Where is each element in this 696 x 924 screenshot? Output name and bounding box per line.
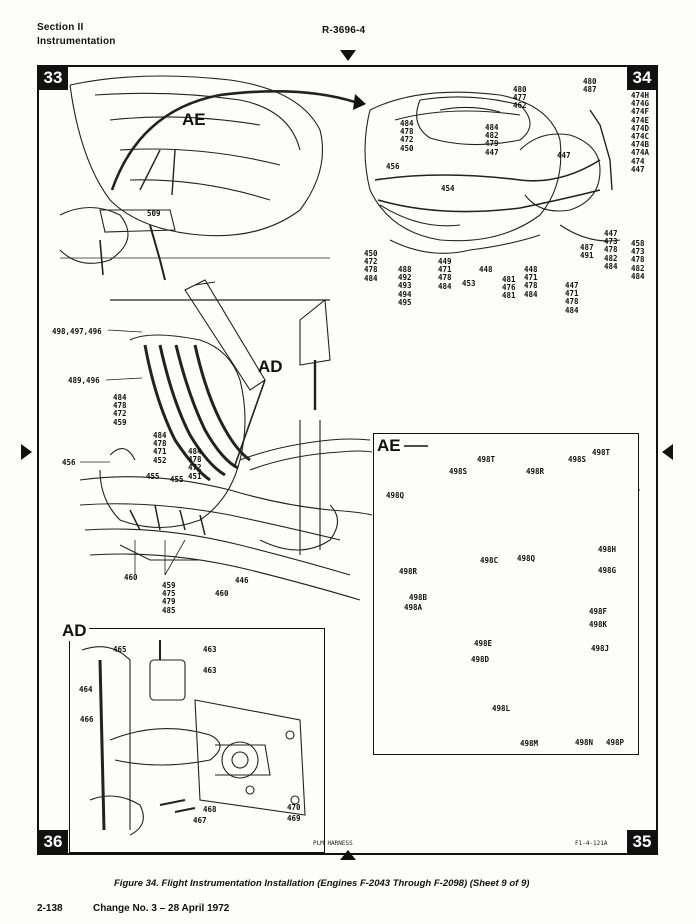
callout-498C: 498C — [480, 556, 499, 565]
callout-467: 467 — [193, 816, 207, 825]
callout-498S-b: 498S — [568, 455, 587, 464]
callout-498T-a: 498T — [477, 455, 496, 464]
callout-484-478-472-459: 484 478 472 459 — [113, 393, 127, 427]
callout-448-471-478-484: 448 471 478 484 — [524, 265, 538, 299]
callout-466: 466 — [80, 715, 94, 724]
callout-463-b: 463 — [203, 666, 217, 675]
callout-460-a: 460 — [124, 573, 138, 582]
callout-450-472-478-484: 450 472 478 484 — [364, 249, 378, 283]
section-label: Section II — [37, 22, 84, 33]
callout-447-473-478-482-484: 447 473 478 482 484 — [604, 229, 618, 271]
harness-label: PLM HARNESS — [313, 840, 353, 847]
figure-code: F1-4-121A — [575, 840, 608, 847]
callout-498Q-b: 498Q — [517, 554, 536, 563]
callout-488-492-493-494-495: 488 492 493 494 495 — [398, 265, 412, 307]
callout-489-496: 489,496 — [68, 376, 100, 385]
left-index-arrow — [21, 444, 32, 460]
callout-460-b: 460 — [215, 589, 229, 598]
callout-498G: 498G — [598, 566, 617, 575]
callout-463-a: 463 — [203, 645, 217, 654]
callout-456-left: 456 — [62, 458, 76, 467]
callout-455-b: 455 — [170, 475, 184, 484]
callout-498S-a: 498S — [449, 467, 468, 476]
callout-484-478-472-451: 484 478 472 451 — [188, 447, 202, 481]
callout-459-475-479-485: 459 475 479 485 — [162, 581, 176, 615]
callout-498F: 498F — [589, 607, 608, 616]
callout-470: 470 — [287, 803, 301, 812]
callout-458-473-478-482-484: 458 473 478 482 484 — [631, 239, 645, 281]
callout-453: 453 — [462, 279, 476, 288]
change-notice: Change No. 3 – 28 April 1972 — [93, 903, 230, 914]
callout-498D: 498D — [471, 655, 490, 664]
callout-498M: 498M — [520, 739, 539, 748]
callout-498A: 498A — [404, 603, 423, 612]
right-index-arrow — [662, 444, 673, 460]
callout-455-a: 455 — [146, 472, 160, 481]
detail-ad-panel — [69, 628, 325, 853]
callout-484-478-471-452: 484 478 471 452 — [153, 431, 167, 465]
callout-498T-b: 498T — [592, 448, 611, 457]
callout-454: 454 — [441, 184, 455, 193]
callout-498Q-a: 498Q — [386, 491, 405, 500]
callout-480-487: 480 487 — [583, 77, 597, 95]
detail-ae-panel — [373, 433, 639, 755]
callout-498H: 498H — [598, 545, 617, 554]
callout-498P: 498P — [606, 738, 625, 747]
callout-447-mid: 447 — [557, 151, 571, 160]
callout-448: 448 — [479, 265, 493, 274]
corner-index-35: 35 — [627, 830, 657, 854]
detail-ae-panel-title: AE — [377, 436, 401, 455]
callout-480-477-462: 480 477 462 — [513, 85, 527, 111]
callout-498K: 498K — [589, 620, 608, 629]
corner-index-34: 34 — [627, 66, 657, 90]
detail-ad-panel-title: AD — [60, 621, 89, 641]
callout-498R-a: 498R — [526, 467, 545, 476]
callout-446: 446 — [235, 576, 249, 585]
page-number: 2-138 — [37, 903, 63, 914]
callout-498R-b: 498R — [399, 567, 418, 576]
callout-498J: 498J — [591, 644, 610, 653]
callout-509: 509 — [147, 209, 161, 218]
callout-465: 465 — [113, 645, 127, 654]
callout-464: 464 — [79, 685, 93, 694]
callout-484-478-472-450: 484 478 472 450 — [400, 119, 414, 153]
callout-468: 468 — [203, 805, 217, 814]
callout-498L: 498L — [492, 704, 511, 713]
callout-469: 469 — [287, 814, 301, 823]
callout-449-471-478-484: 449 471 478 484 — [438, 257, 452, 291]
callout-487-491: 487 491 — [580, 243, 594, 261]
callout-474-group: 474H 474G 474F 474E 474D 474C 474B 474A … — [631, 91, 650, 174]
top-index-arrow — [340, 50, 356, 61]
figure-frame — [37, 65, 658, 855]
corner-index-36: 36 — [38, 830, 68, 854]
bottom-index-arrow — [340, 850, 356, 860]
callout-498N: 498N — [575, 738, 594, 747]
subject-label: Instrumentation — [37, 36, 116, 47]
callout-498E: 498E — [474, 639, 493, 648]
callout-484-482-479-447: 484 482 479 447 — [485, 123, 499, 157]
figure-caption: Figure 34. Flight Instrumentation Instal… — [114, 878, 530, 889]
detail-ad-label: AD — [258, 357, 283, 376]
callout-481-476-481: 481 476 481 — [502, 275, 516, 301]
detail-ae-label: AE — [182, 110, 206, 129]
callout-447-471-478-484: 447 471 478 484 — [565, 281, 579, 315]
corner-index-33: 33 — [38, 66, 68, 90]
callout-498B: 498B — [409, 593, 428, 602]
callout-498-497-496: 498,497,496 — [52, 327, 102, 336]
document-number: R-3696-4 — [322, 25, 366, 36]
callout-456-top: 456 — [386, 162, 400, 171]
